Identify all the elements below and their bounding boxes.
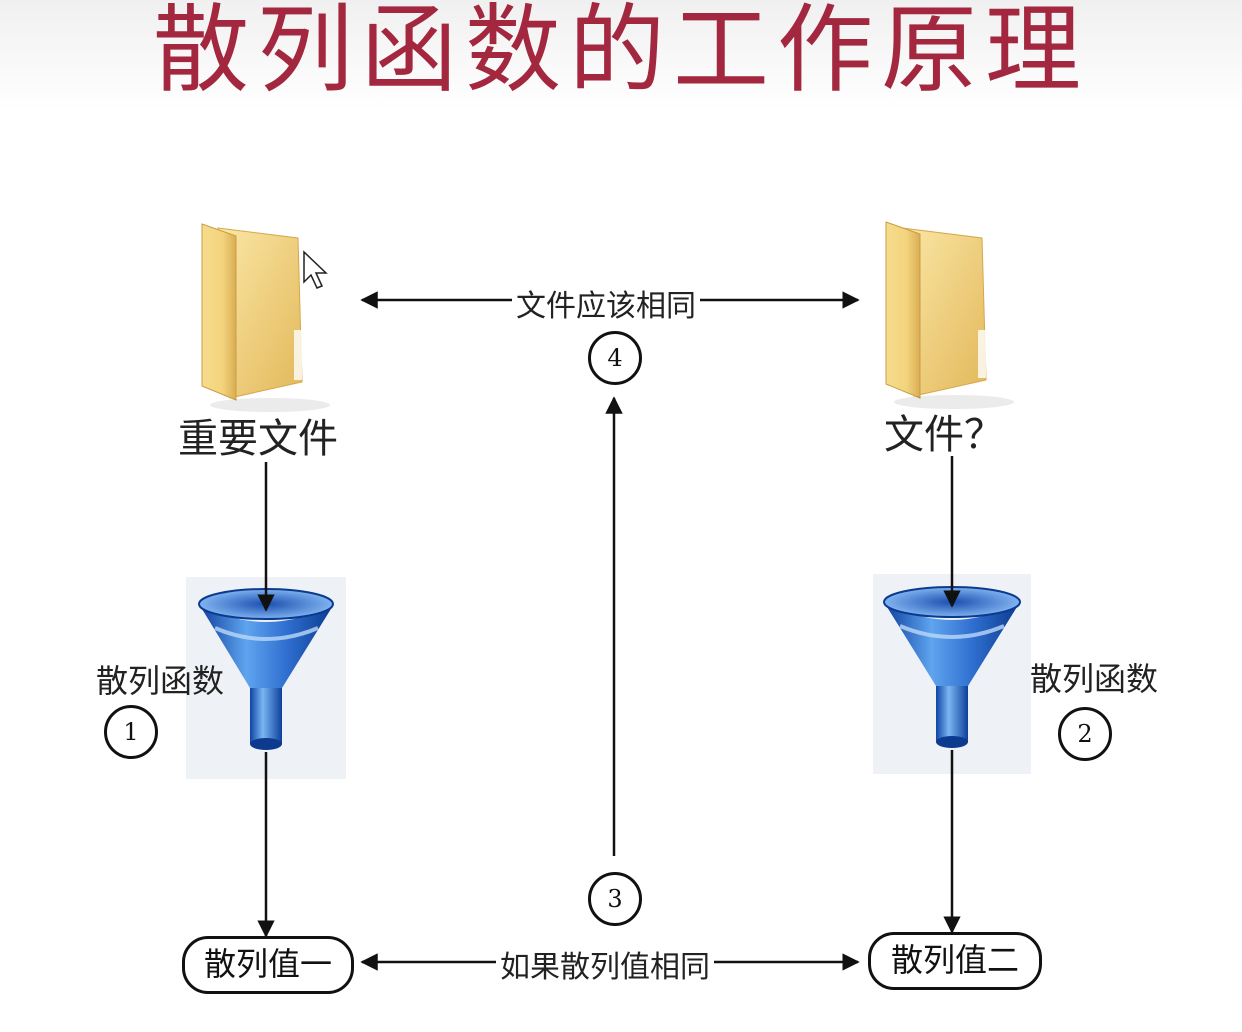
- cursor-icon: [303, 250, 328, 289]
- step-2-badge: 2: [1058, 707, 1112, 761]
- step-4-badge: 4: [588, 331, 642, 385]
- hash-value-two-box: 散列值二: [868, 932, 1042, 990]
- step-1-badge: 1: [104, 705, 158, 759]
- left-file-label: 重要文件: [178, 416, 338, 462]
- step-3-badge: 3: [588, 872, 642, 926]
- slide-title: 散列函数的工作原理: [153, 0, 1089, 106]
- hashes-same-label: 如果散列值相同: [496, 942, 714, 986]
- right-hash-function-label: 散列函数: [1030, 660, 1159, 698]
- hash-value-one-box: 散列值一: [182, 936, 354, 994]
- files-should-match-label: 文件应该相同: [512, 281, 700, 325]
- right-file-label: 文件？: [884, 412, 1004, 458]
- left-hash-function-label: 散列函数: [96, 662, 225, 700]
- title-band: [0, 0, 1242, 110]
- right-folder-icon: [885, 221, 1014, 409]
- right-funnel-icon: [873, 574, 1031, 774]
- left-folder-icon: [201, 223, 330, 412]
